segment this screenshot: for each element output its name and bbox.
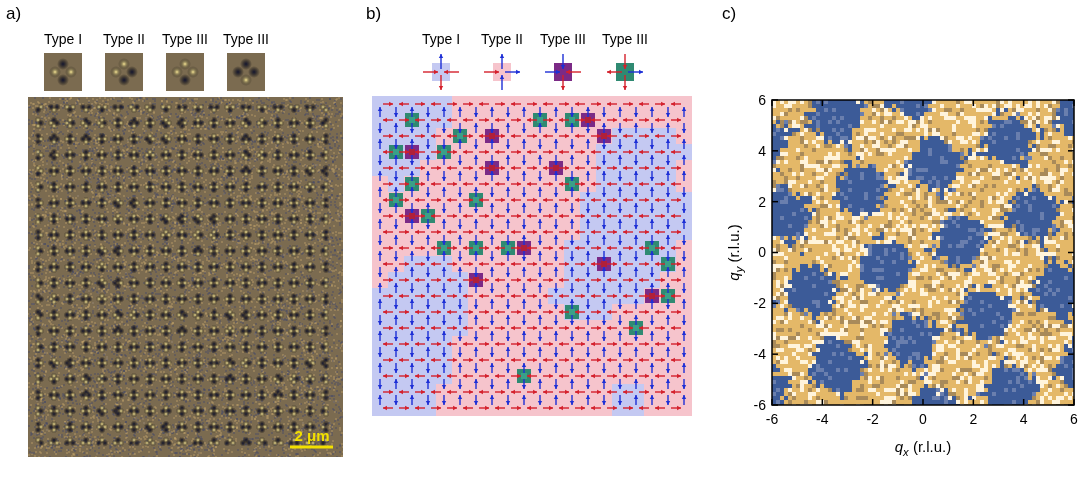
vertex-type-label: Type I: [44, 31, 82, 47]
structure-factor-map: [772, 100, 1074, 405]
vertex-type-label: Type III: [223, 31, 269, 47]
vertex-type-label: Type III: [540, 31, 586, 47]
tick-label: -2: [754, 295, 766, 311]
tick: [973, 399, 975, 405]
mfm-thumbnails: [40, 51, 300, 93]
tick: [1073, 100, 1075, 106]
panel-letter: a): [6, 4, 21, 24]
tick: [1068, 99, 1074, 101]
tick: [1023, 100, 1025, 106]
vertex-type-label: Type III: [602, 31, 648, 47]
panel-letter: b): [366, 4, 381, 24]
tick: [772, 150, 778, 152]
plot-frame: [772, 100, 1074, 405]
tick: [1073, 399, 1075, 405]
tick-label: 0: [758, 244, 766, 260]
tick-label: -4: [816, 411, 828, 427]
tick: [772, 404, 778, 406]
tick: [822, 100, 824, 106]
tick: [1068, 404, 1074, 406]
tick: [922, 399, 924, 405]
axis-title: qx (r.l.u.): [895, 438, 951, 459]
vertex-icons: [410, 50, 670, 94]
tick-label: 6: [758, 92, 766, 108]
tick: [922, 100, 924, 106]
mfm-image: [28, 97, 343, 457]
tick: [771, 399, 773, 405]
tick: [771, 100, 773, 106]
axis-title: qy (r.l.u.): [725, 224, 746, 280]
vertex-type-label: Type I: [422, 31, 460, 47]
tick-label: -6: [754, 397, 766, 413]
vertex-map: [370, 94, 694, 418]
vertex-type-label: Type III: [162, 31, 208, 47]
tick: [872, 399, 874, 405]
tick-label: 2: [969, 411, 977, 427]
tick-label: 6: [1070, 411, 1078, 427]
tick: [822, 399, 824, 405]
tick: [1068, 353, 1074, 355]
scale-bar-label: 2 μm: [294, 427, 329, 444]
tick-label: -2: [866, 411, 878, 427]
tick: [772, 252, 778, 254]
panel-letter: c): [722, 4, 736, 24]
tick-label: 4: [758, 143, 766, 159]
tick: [973, 100, 975, 106]
tick: [772, 303, 778, 305]
tick-label: -6: [766, 411, 778, 427]
tick: [1068, 150, 1074, 152]
vertex-type-label: Type II: [481, 31, 523, 47]
vertex-type-label: Type II: [103, 31, 145, 47]
tick-label: -4: [754, 346, 766, 362]
tick: [872, 100, 874, 106]
tick: [1068, 252, 1074, 254]
tick-label: 2: [758, 194, 766, 210]
tick: [1068, 201, 1074, 203]
tick-label: 4: [1020, 411, 1028, 427]
tick: [772, 353, 778, 355]
tick: [772, 99, 778, 101]
tick: [772, 201, 778, 203]
tick: [1068, 303, 1074, 305]
tick-label: 0: [919, 411, 927, 427]
tick: [1023, 399, 1025, 405]
